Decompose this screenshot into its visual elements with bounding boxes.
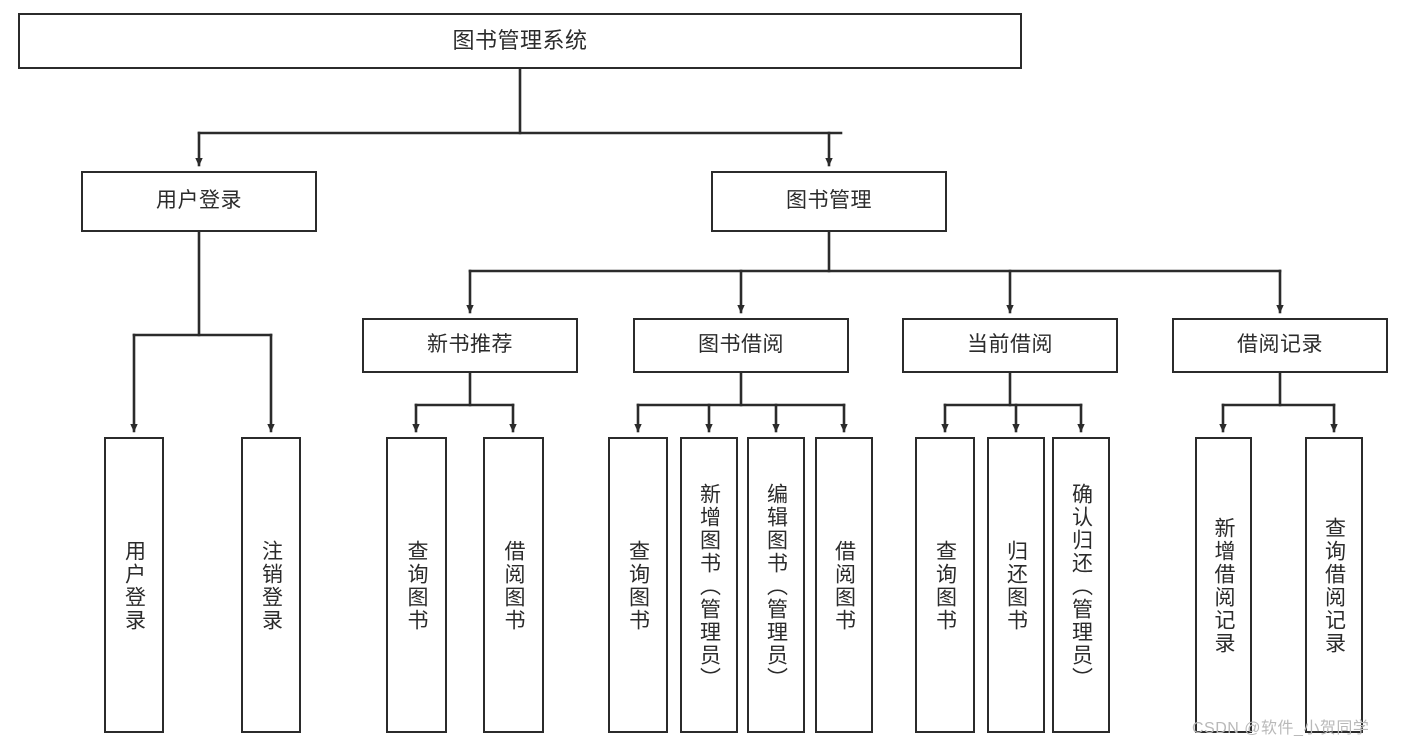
node-leaf-user-login[interactable]: 用户登录 bbox=[104, 437, 164, 733]
node-user-login[interactable]: 用户登录 bbox=[81, 171, 317, 232]
node-new-book-rec-label: 新书推荐 bbox=[427, 333, 513, 357]
node-leaf-record-add-label: 新增借阅记录 bbox=[1212, 517, 1235, 655]
node-leaf-rec-query-label: 查询图书 bbox=[405, 540, 428, 632]
node-leaf-current-return[interactable]: 归还图书 bbox=[987, 437, 1045, 733]
node-leaf-borrow-edit-label: 编辑图书（管理员） bbox=[764, 482, 788, 690]
node-leaf-rec-query[interactable]: 查询图书 bbox=[386, 437, 447, 733]
node-leaf-borrow-lend[interactable]: 借阅图书 bbox=[815, 437, 873, 733]
node-new-book-rec[interactable]: 新书推荐 bbox=[362, 318, 578, 373]
node-user-login-label: 用户登录 bbox=[156, 189, 242, 213]
node-leaf-rec-borrow[interactable]: 借阅图书 bbox=[483, 437, 544, 733]
node-book-borrow-label: 图书借阅 bbox=[698, 333, 784, 357]
node-leaf-record-add[interactable]: 新增借阅记录 bbox=[1195, 437, 1252, 733]
csdn-watermark: CSDN @软件_小贺同学 bbox=[1192, 720, 1370, 737]
node-leaf-borrow-query-label: 查询图书 bbox=[626, 540, 650, 632]
node-leaf-borrow-add-label: 新增图书（管理员） bbox=[697, 482, 721, 690]
node-root[interactable]: 图书管理系统 bbox=[18, 13, 1022, 69]
node-leaf-user-logout-label: 注销登录 bbox=[259, 540, 283, 632]
node-borrow-record[interactable]: 借阅记录 bbox=[1172, 318, 1388, 373]
node-root-label: 图书管理系统 bbox=[452, 28, 588, 54]
node-book-borrow[interactable]: 图书借阅 bbox=[633, 318, 849, 373]
node-borrow-record-label: 借阅记录 bbox=[1237, 333, 1323, 357]
node-current-borrow-label: 当前借阅 bbox=[967, 333, 1053, 357]
node-leaf-rec-borrow-label: 借阅图书 bbox=[502, 540, 525, 632]
node-book-manage[interactable]: 图书管理 bbox=[711, 171, 947, 232]
node-leaf-borrow-lend-label: 借阅图书 bbox=[832, 540, 856, 632]
node-leaf-current-return-label: 归还图书 bbox=[1004, 540, 1028, 632]
node-leaf-current-query-label: 查询图书 bbox=[933, 540, 957, 632]
node-leaf-current-confirm-label: 确认归还（管理员） bbox=[1069, 482, 1093, 690]
node-leaf-current-confirm[interactable]: 确认归还（管理员） bbox=[1052, 437, 1110, 733]
node-leaf-record-query[interactable]: 查询借阅记录 bbox=[1305, 437, 1363, 733]
node-leaf-user-logout[interactable]: 注销登录 bbox=[241, 437, 301, 733]
node-leaf-borrow-edit[interactable]: 编辑图书（管理员） bbox=[747, 437, 805, 733]
node-leaf-current-query[interactable]: 查询图书 bbox=[915, 437, 975, 733]
node-leaf-borrow-add[interactable]: 新增图书（管理员） bbox=[680, 437, 738, 733]
node-current-borrow[interactable]: 当前借阅 bbox=[902, 318, 1118, 373]
node-book-manage-label: 图书管理 bbox=[786, 189, 872, 213]
node-leaf-user-login-label: 用户登录 bbox=[122, 540, 146, 632]
node-leaf-borrow-query[interactable]: 查询图书 bbox=[608, 437, 668, 733]
node-leaf-record-query-label: 查询借阅记录 bbox=[1322, 517, 1346, 655]
